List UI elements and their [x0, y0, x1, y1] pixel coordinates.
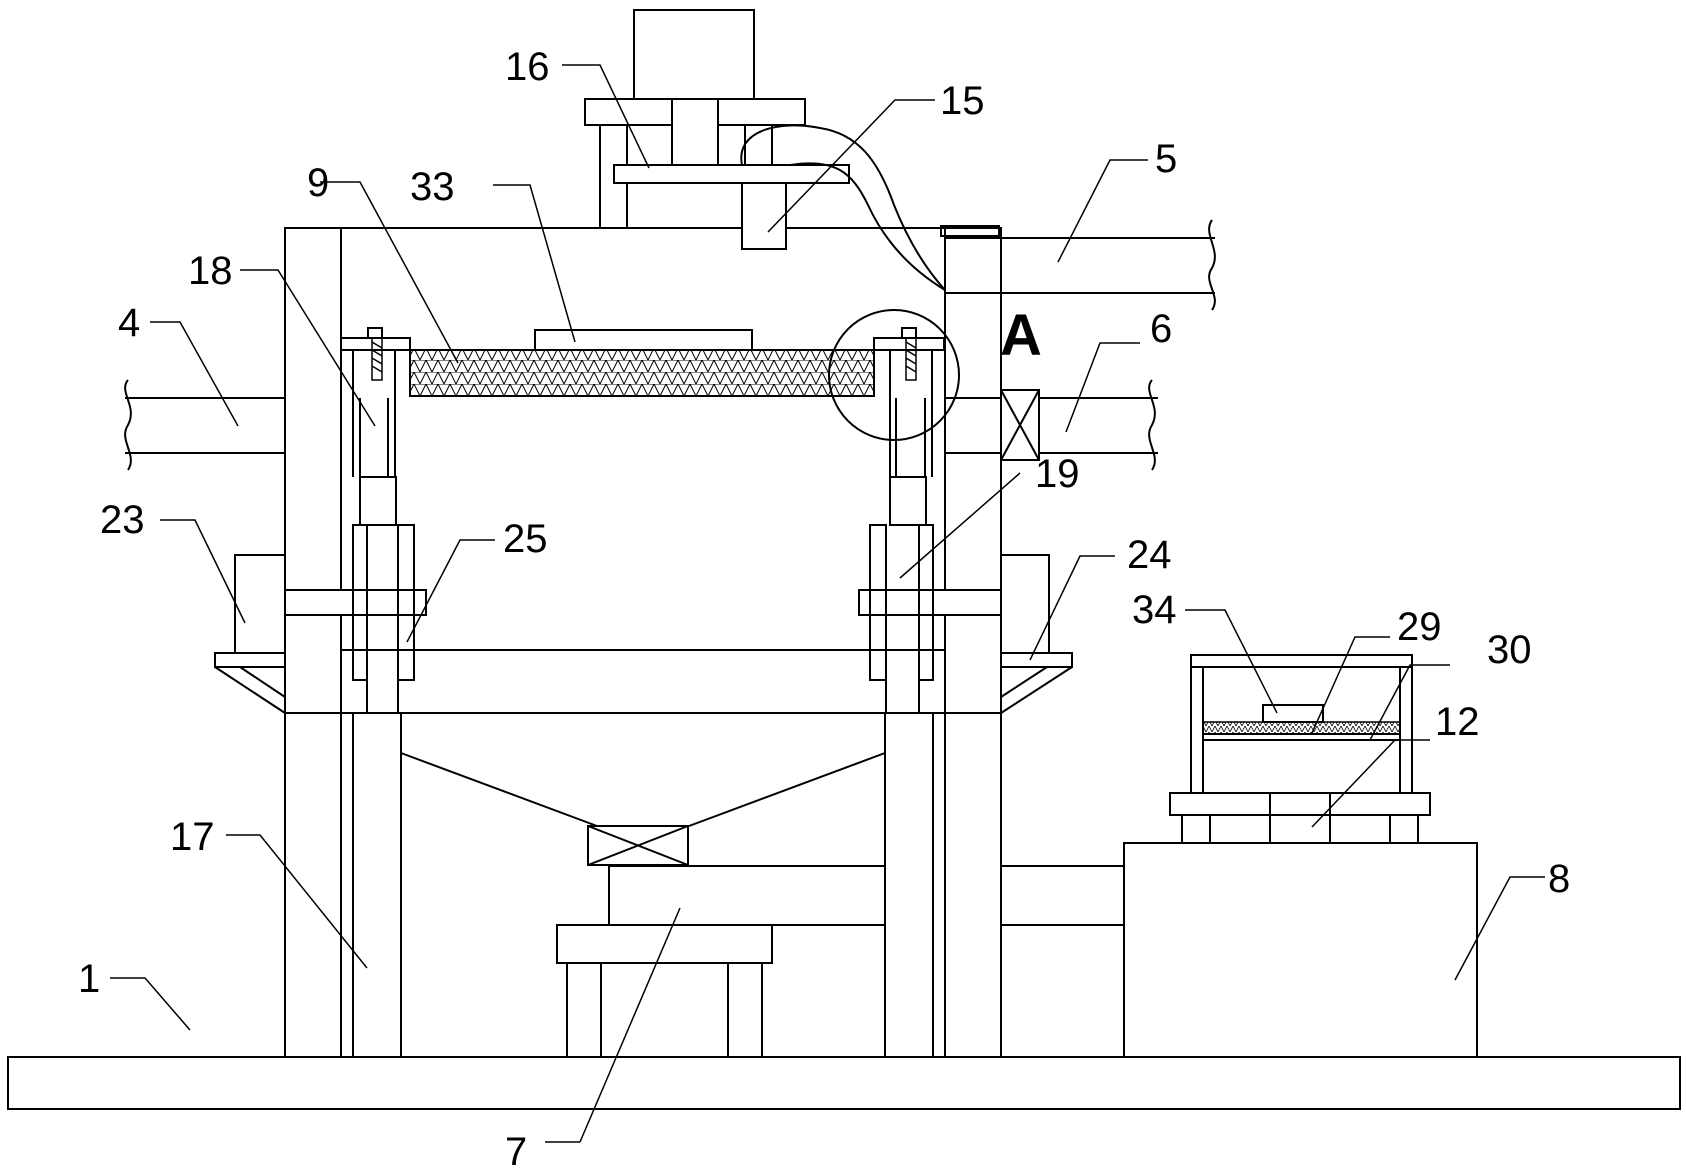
label-23: 23 — [100, 498, 145, 542]
top-motor-assembly — [584, 9, 946, 291]
label-4: 4 — [118, 301, 140, 345]
label-30: 30 — [1487, 628, 1532, 672]
filter-screen — [340, 327, 945, 397]
inlet-pipe — [124, 379, 285, 471]
label-33: 33 — [410, 165, 455, 209]
label-34: 34 — [1132, 588, 1177, 632]
pipe-top-right — [945, 219, 1216, 311]
label-18: 18 — [188, 249, 233, 293]
label-1: 1 — [78, 957, 100, 1001]
label-6: 6 — [1150, 307, 1172, 351]
callout-labels: 1 4 5 6 7 8 9 12 15 16 17 18 19 23 24 25… — [78, 45, 1570, 1168]
pump-assembly — [556, 865, 885, 1058]
label-29: 29 — [1397, 605, 1442, 649]
main-frame — [284, 225, 1002, 1058]
label-17: 17 — [170, 815, 215, 859]
label-5: 5 — [1155, 137, 1177, 181]
label-19: 19 — [1035, 452, 1080, 496]
label-8: 8 — [1548, 857, 1570, 901]
collection-funnel — [400, 752, 886, 866]
label-12: 12 — [1435, 700, 1480, 744]
right-lift-assembly — [858, 350, 1073, 714]
label-9: 9 — [307, 161, 329, 205]
label-16: 16 — [505, 45, 550, 89]
label-detail-a: A — [1000, 303, 1042, 368]
label-7: 7 — [505, 1130, 527, 1168]
left-lift-assembly — [214, 350, 427, 714]
tank — [1123, 842, 1478, 1058]
label-15: 15 — [940, 79, 985, 123]
label-24: 24 — [1127, 533, 1172, 577]
base-plate — [7, 1056, 1681, 1110]
label-25: 25 — [503, 517, 548, 561]
return-pipe — [1001, 865, 1124, 926]
small-filter-unit — [1169, 654, 1431, 844]
support-columns — [352, 712, 934, 1058]
detail-a-circle — [828, 309, 960, 441]
outlet-pipe — [945, 379, 1158, 471]
leader-lines — [110, 64, 1545, 1143]
